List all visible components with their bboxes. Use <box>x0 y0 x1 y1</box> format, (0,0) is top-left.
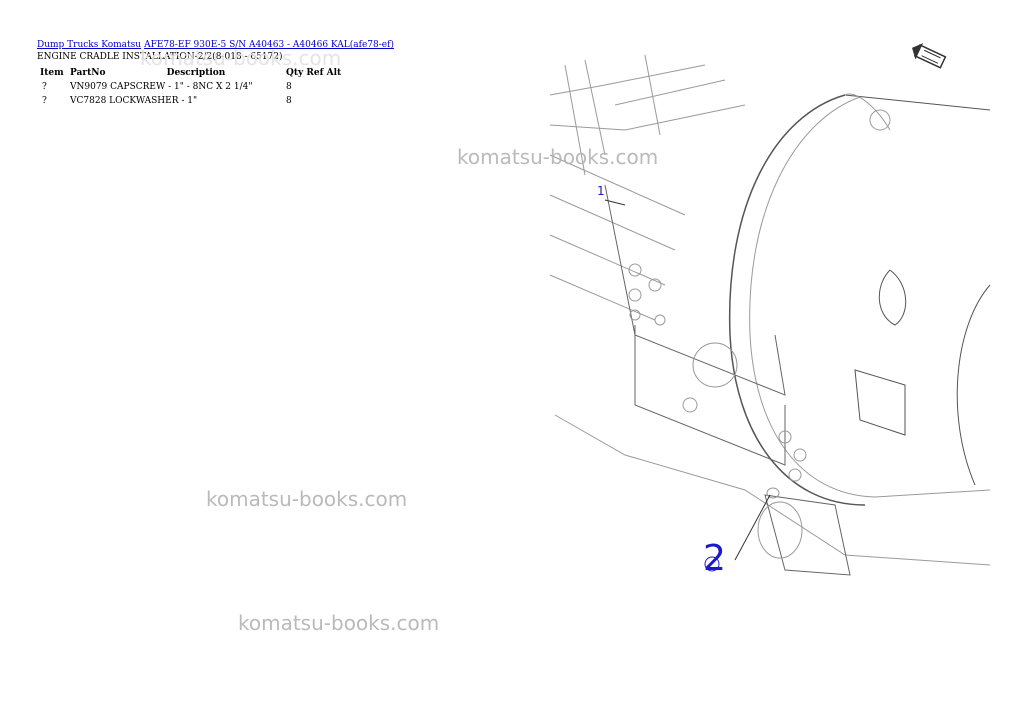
cell-item: ? <box>42 96 47 106</box>
table-row: ? VN9079 CAPSCREW - 1" - 8NC X 2 1/4" 8 <box>38 80 343 94</box>
cell-partno: VC7828 <box>70 96 107 106</box>
breadcrumb-link-dump-trucks[interactable]: Dump Trucks Komatsu <box>37 40 142 50</box>
cell-item: ? <box>42 82 47 92</box>
table-row: ? VC7828 LOCKWASHER - 1" 8 <box>38 94 343 108</box>
cell-description: LOCKWASHER - 1" <box>109 96 198 106</box>
watermark: komatsu-books.com <box>206 487 408 511</box>
callout-1-label: 1 <box>597 184 605 198</box>
header-qty: Qty <box>286 68 304 78</box>
header-description: Description <box>166 68 226 78</box>
cell-part-desc: VN9079 CAPSCREW - 1" - 8NC X 2 1/4" <box>68 80 284 94</box>
arrow-icon[interactable] <box>908 40 947 71</box>
cell-qty: 8 <box>286 96 292 106</box>
cell-qty: 8 <box>286 82 292 92</box>
header-ref: Ref <box>306 68 324 78</box>
header-item: Item <box>40 68 64 78</box>
page-title: ENGINE CRADLE INSTALLATION-2/2(8-018 - 6… <box>37 52 283 62</box>
watermark: komatsu-books.com <box>238 611 440 635</box>
header-partno: PartNo <box>70 68 106 78</box>
breadcrumb-link-model[interactable]: AFE78-EF 930E-5 S/N A40463 - A40466 KAL(… <box>144 40 394 50</box>
header-alt: Alt <box>326 68 342 78</box>
cell-part-desc: VC7828 LOCKWASHER - 1" <box>68 94 284 108</box>
cell-partno: VN9079 <box>70 82 108 92</box>
parts-diagram: 1 2 <box>549 40 991 579</box>
parts-table: Item PartNo Description Qty Ref Alt ? VN… <box>38 66 343 108</box>
header-qty-ref-alt: Qty Ref Alt <box>284 66 343 80</box>
cell-description: CAPSCREW - 1" - 8NC X 2 1/4" <box>110 82 253 92</box>
callout-2-marker <box>704 556 720 572</box>
table-header-row: Item PartNo Description Qty Ref Alt <box>38 66 343 80</box>
callout-2-label: 2 <box>703 538 726 579</box>
